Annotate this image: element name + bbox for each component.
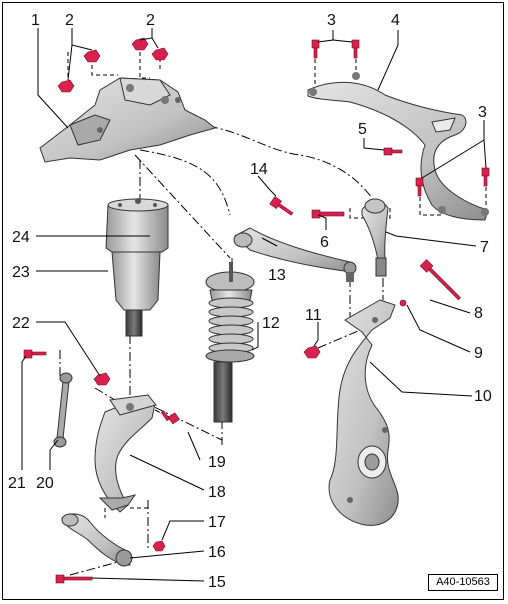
leader-lines — [21, 28, 487, 582]
bolt-5 — [383, 147, 403, 156]
label-7: 7 — [480, 239, 489, 256]
label-3: 3 — [478, 104, 487, 121]
part-18-fork — [94, 394, 157, 513]
bolt-21 — [23, 349, 47, 359]
part-1-strut-mount-bracket — [39, 77, 217, 163]
label-3: 3 — [327, 12, 336, 29]
bolt-3c — [415, 177, 424, 197]
bolt-15 — [55, 574, 93, 584]
bolt-3a — [311, 39, 320, 59]
bolts — [23, 37, 490, 584]
part-13-link-arm — [233, 227, 357, 282]
nut-17 — [152, 540, 166, 552]
part-4-control-arm-bracket — [307, 72, 489, 221]
label-9: 9 — [474, 345, 483, 362]
assembly-lines — [59, 52, 487, 576]
part-12-shock-absorber-strut — [205, 262, 255, 423]
bolt-14 — [269, 196, 294, 216]
bolt-19 — [160, 410, 180, 425]
label-24: 24 — [12, 229, 30, 246]
label-5: 5 — [358, 121, 367, 138]
label-10: 10 — [474, 388, 492, 405]
part-23-air-spring — [105, 198, 169, 337]
bolt-3b — [351, 39, 360, 59]
nut-11 — [303, 345, 321, 359]
bolt-6 — [311, 209, 345, 219]
part-7-guide-link — [361, 198, 389, 277]
reference-code: A40-10563 — [428, 574, 498, 591]
label-16: 16 — [208, 544, 226, 561]
part-number-labels: 1 2 2 3 4 3 5 14 6 7 24 23 13 8 12 22 11… — [8, 12, 492, 591]
washer-9 — [399, 299, 407, 307]
part-16-transverse-link — [61, 513, 133, 567]
label-6: 6 — [320, 234, 329, 251]
label-17: 17 — [208, 514, 226, 531]
label-1: 1 — [31, 12, 40, 29]
label-18: 18 — [208, 484, 226, 501]
diagram-frame — [2, 2, 504, 600]
label-4: 4 — [391, 12, 400, 29]
label-14: 14 — [250, 161, 268, 178]
label-22: 22 — [12, 315, 30, 332]
nut-2b — [83, 49, 101, 63]
label-23: 23 — [12, 264, 30, 281]
label-13: 13 — [268, 267, 286, 284]
nut-2d — [151, 47, 169, 61]
label-2: 2 — [65, 12, 74, 29]
label-15: 15 — [208, 574, 226, 591]
bolt-8 — [419, 259, 461, 301]
part-10-wheel-bearing-housing — [328, 299, 399, 526]
nut-2a — [57, 79, 75, 93]
nut-2c — [131, 37, 149, 51]
label-21: 21 — [8, 475, 26, 492]
label-20: 20 — [36, 475, 54, 492]
label-19: 19 — [208, 454, 226, 471]
part-20-coupling-rod — [53, 372, 73, 448]
label-12: 12 — [262, 315, 280, 332]
bolt-3d — [481, 167, 490, 187]
nut-22 — [93, 372, 111, 386]
label-8: 8 — [474, 305, 483, 322]
label-11: 11 — [305, 307, 322, 324]
label-2: 2 — [146, 12, 155, 29]
